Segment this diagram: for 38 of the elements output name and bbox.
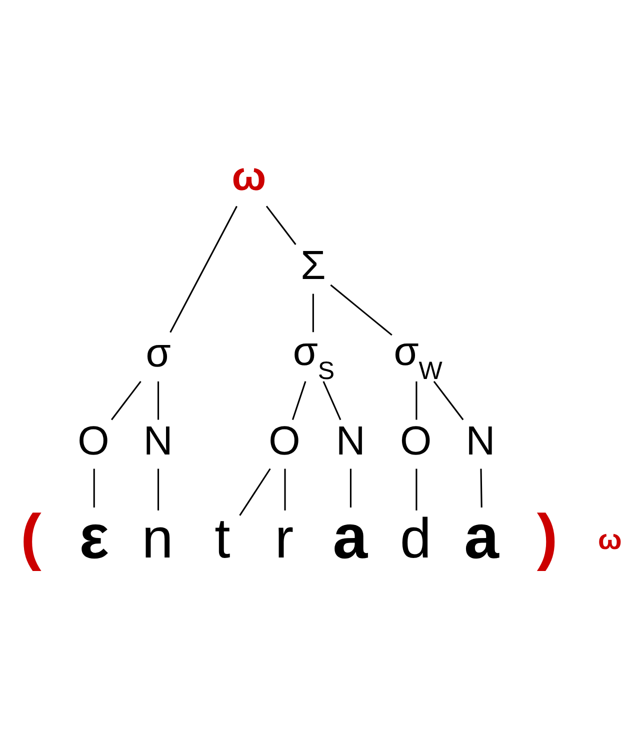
node-text: r bbox=[274, 506, 294, 570]
label: ) bbox=[536, 502, 558, 572]
node-text: ε bbox=[79, 502, 109, 572]
connector bbox=[480, 468, 482, 508]
node-text: O bbox=[268, 417, 300, 464]
node-text: N bbox=[143, 417, 173, 464]
connector bbox=[266, 206, 296, 245]
node-text: N bbox=[336, 417, 366, 464]
connector bbox=[93, 468, 95, 508]
connector bbox=[350, 468, 352, 508]
label: ( bbox=[20, 502, 42, 572]
connector bbox=[312, 294, 314, 332]
node-text: ω bbox=[232, 152, 266, 199]
label: ω bbox=[598, 524, 622, 556]
node-text: σ$_{W}$ bbox=[394, 328, 442, 386]
connector bbox=[157, 381, 160, 420]
node-text: N bbox=[466, 417, 496, 464]
node-text: O bbox=[400, 417, 432, 464]
connector bbox=[416, 381, 418, 420]
node-text: σ$_{S}$ bbox=[292, 328, 335, 386]
node-text: a bbox=[332, 502, 368, 572]
node-text: a bbox=[464, 502, 499, 572]
node-text: t bbox=[214, 506, 230, 570]
node-text: Σ bbox=[300, 242, 326, 288]
connector bbox=[111, 380, 142, 420]
connector bbox=[416, 468, 418, 510]
connector bbox=[157, 468, 160, 510]
node-text: d bbox=[400, 506, 432, 570]
connector bbox=[433, 380, 464, 420]
node-text: n bbox=[142, 506, 174, 570]
connector bbox=[284, 468, 286, 510]
connector bbox=[322, 381, 342, 420]
connector bbox=[330, 284, 392, 336]
connector bbox=[292, 381, 306, 420]
node-text: σ bbox=[146, 330, 171, 376]
connector bbox=[239, 468, 271, 516]
node-text: O bbox=[78, 417, 110, 464]
connector bbox=[170, 206, 238, 333]
